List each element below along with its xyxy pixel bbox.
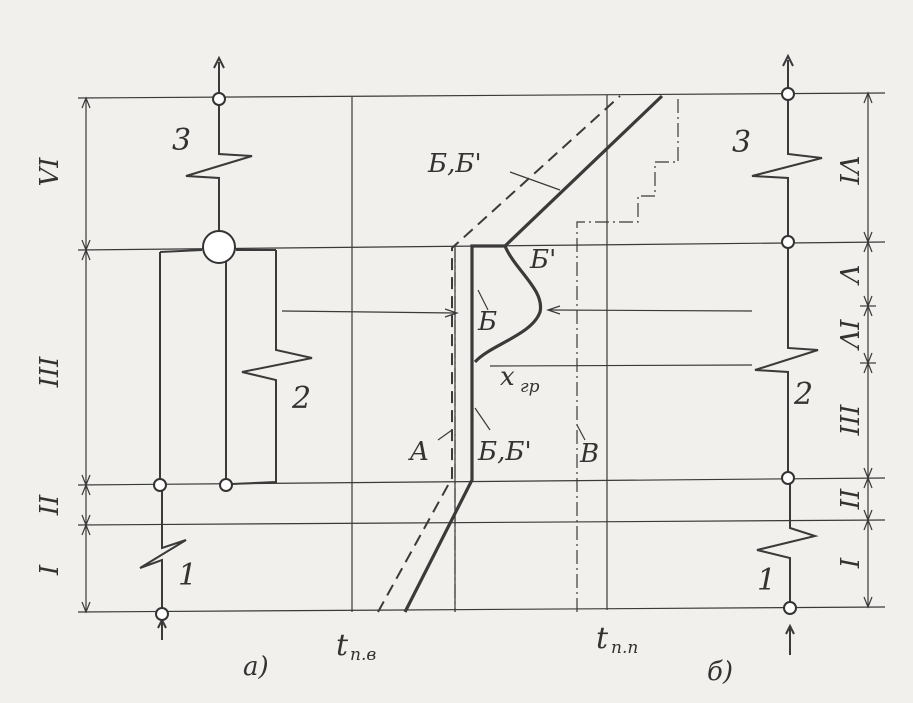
label-t-pv: t bbox=[336, 628, 349, 663]
zone-left-2: II bbox=[35, 494, 65, 516]
panel-label-a: а) bbox=[243, 652, 269, 682]
number-2-left: 2 bbox=[291, 381, 311, 416]
zigzag-3-right bbox=[751, 96, 823, 242]
left-zone-labels: VI III II I bbox=[35, 157, 65, 576]
right-zone-axis bbox=[860, 91, 876, 609]
panel-label-b: б) bbox=[707, 657, 733, 687]
zigzag-1-left bbox=[139, 485, 187, 612]
transfer-arrows bbox=[281, 305, 753, 367]
zigzag-2-right bbox=[754, 242, 819, 478]
zone-right-6: VI bbox=[833, 155, 863, 185]
node-right-mid bbox=[781, 471, 795, 485]
label-x: x bbox=[500, 362, 515, 392]
label-t-pv-sub: п.в bbox=[350, 645, 376, 665]
zone-right-4: IV bbox=[833, 318, 863, 350]
scheme-a bbox=[139, 55, 313, 640]
leader-lines bbox=[437, 171, 586, 441]
curve-dashed bbox=[377, 95, 621, 613]
label-b-prime: Б' bbox=[529, 245, 556, 275]
label-x-sub: гр bbox=[520, 377, 540, 397]
label-a: A bbox=[408, 437, 429, 467]
label-v: B bbox=[579, 439, 599, 469]
curve-main-thick bbox=[403, 94, 664, 613]
left-zone-axis bbox=[81, 96, 91, 614]
number-3-left: 3 bbox=[172, 123, 191, 158]
label-t-pp-sub: п.п bbox=[611, 638, 638, 658]
right-zone-labels: VI V IV III II I bbox=[833, 155, 863, 568]
number-1-left: 1 bbox=[178, 558, 197, 593]
node-left-riser bbox=[153, 478, 167, 492]
node-right-top bbox=[781, 87, 795, 101]
label-b: Б bbox=[477, 307, 497, 337]
node-left-return bbox=[219, 478, 233, 492]
node-left-top bbox=[212, 92, 226, 106]
axis-labels: t п.в t п.п bbox=[336, 621, 638, 665]
zone-left-1: I bbox=[35, 564, 65, 576]
element-numbers: 3 2 1 3 2 1 bbox=[172, 123, 813, 598]
zone-right-3: III bbox=[833, 404, 863, 437]
panel-labels: а) б) bbox=[243, 652, 733, 687]
zone-right-2: II bbox=[833, 488, 863, 510]
number-3-right: 3 bbox=[732, 125, 751, 160]
zone-right-5: V bbox=[833, 265, 863, 286]
zigzag-2-left bbox=[231, 250, 313, 485]
scheme-b bbox=[751, 53, 823, 655]
curve-v-stepped bbox=[576, 96, 679, 612]
curve-labels: Б,Б' Б' Б x гр A Б,Б' B bbox=[408, 149, 599, 469]
label-bb-top: Б,Б' bbox=[427, 149, 482, 179]
number-1-right: 1 bbox=[757, 563, 776, 598]
zigzag-3-left bbox=[185, 103, 253, 250]
label-t-pp: t bbox=[596, 621, 609, 656]
zigzag-1-right bbox=[756, 478, 819, 608]
node-left-inlet bbox=[155, 607, 169, 621]
node-right-inlet bbox=[783, 601, 797, 615]
drum-node bbox=[202, 230, 236, 264]
zone-left-6: VI bbox=[35, 157, 65, 187]
zone-left-3: III bbox=[35, 356, 65, 389]
number-2-right: 2 bbox=[793, 377, 813, 412]
label-bb-bottom: Б,Б' bbox=[477, 437, 532, 467]
zone-right-1: I bbox=[833, 557, 863, 569]
temperature-curves bbox=[377, 94, 679, 613]
node-right-drum bbox=[781, 235, 795, 249]
